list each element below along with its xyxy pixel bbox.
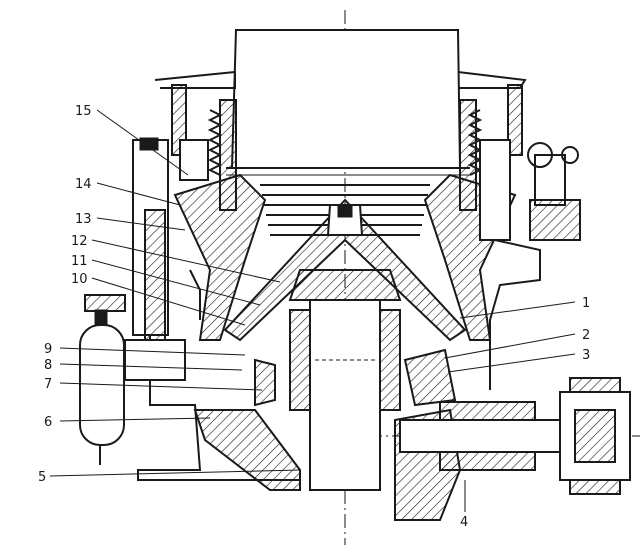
callout-15: 15 [75, 104, 92, 119]
drive-shaft [399, 401, 561, 471]
callout-7: 7 [44, 377, 52, 392]
callout-8: 8 [44, 358, 52, 373]
callout-10: 10 [71, 272, 88, 287]
callout-11: 11 [71, 254, 88, 269]
callout-13: 13 [75, 212, 92, 227]
feed-hopper [226, 29, 470, 176]
drive-pulley [559, 377, 631, 495]
callout-6: 6 [44, 415, 52, 430]
callout-9: 9 [44, 342, 52, 357]
top-frame [154, 70, 527, 156]
callout-12: 12 [71, 234, 88, 249]
callout-14: 14 [75, 177, 92, 192]
callout-3: 3 [582, 348, 590, 363]
callout-5: 5 [38, 470, 46, 485]
callout-1: 1 [582, 296, 590, 311]
lock-cylinder [132, 137, 209, 341]
hydraulic-block [84, 294, 186, 381]
mantle [223, 198, 467, 342]
callout-2: 2 [582, 328, 590, 343]
eccentric-gear [254, 348, 457, 407]
callout-4: 4 [460, 515, 468, 530]
right-lock-cylinder [479, 139, 581, 241]
main-shaft-head [288, 269, 402, 491]
accumulator [79, 309, 125, 465]
leader-lines [49, 109, 576, 512]
